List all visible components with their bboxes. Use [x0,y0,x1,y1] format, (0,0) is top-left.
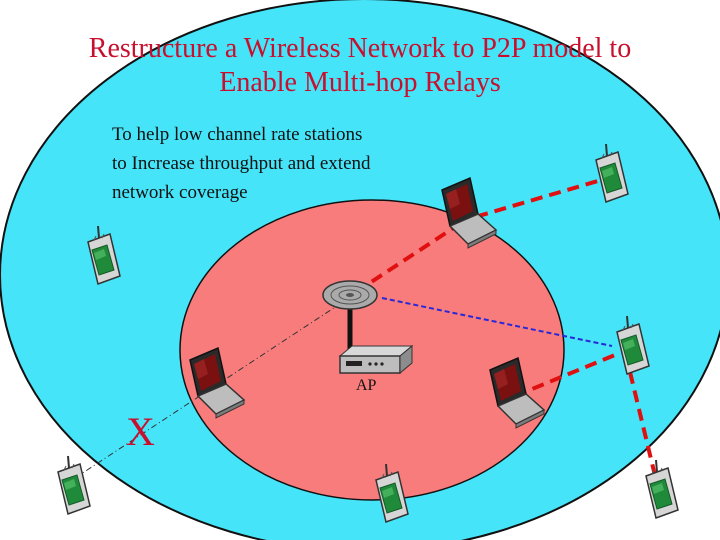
access-point-icon [322,280,414,375]
direct-link-ap-to-pda [381,297,613,347]
pda-icon [57,455,91,515]
relay-link-laptop-to-pda [457,176,609,224]
pda-icon [645,459,679,519]
ap-label: AP [356,377,377,394]
relay-link-right-pda-to-bottom-pda [628,371,660,489]
diagram-description: To help low channel rate stations to Inc… [112,120,472,207]
title-line-1: Restructure a Wireless Network to P2P mo… [88,33,632,64]
failed-direct-link [71,295,353,481]
description-line-3: network coverage [112,182,248,203]
failed-link-mark: X [126,409,155,454]
description-line-1: To help low channel rate stations [112,124,363,145]
diagram-title: Restructure a Wireless Network to P2P mo… [0,32,720,100]
description-line-2: to Increase throughput and extend [112,153,371,174]
relay-link-ap-to-laptop [354,223,460,294]
title-line-2: Enable Multi-hop Relays [219,67,501,98]
